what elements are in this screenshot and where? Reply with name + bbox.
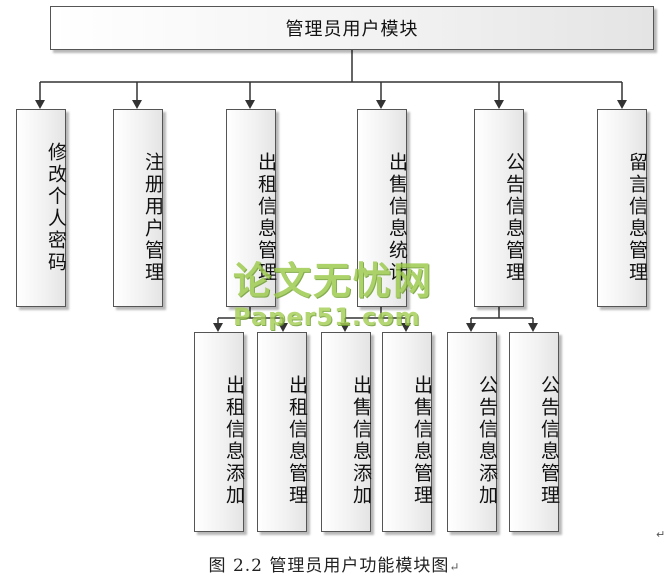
submodule-box-notice-manage: 公告信息管理: [509, 332, 560, 532]
paragraph-mark: ↵: [656, 528, 666, 541]
module-label: 注册用户管理: [142, 152, 164, 284]
module-box-sales-statistics: 出售信息统计: [357, 109, 408, 307]
module-box-change-password: 修改个人密码: [16, 109, 67, 307]
figure-caption-text: 图 2.2 管理员用户功能模块图: [208, 556, 450, 576]
submodule-box-notice-add: 公告信息添加: [447, 332, 498, 532]
submodule-box-rental-manage: 出租信息管理: [257, 332, 308, 532]
module-label: 出租信息管理: [255, 152, 277, 284]
submodule-label: 公告信息管理: [538, 375, 560, 507]
arrowhead-29: [466, 323, 476, 332]
module-label: 留言信息管理: [626, 152, 648, 284]
arrowhead-3: [35, 100, 45, 109]
arrowhead-5: [132, 100, 142, 109]
module-box-user-management: 注册用户管理: [113, 109, 164, 307]
figure-caption: 图 2.2 管理员用户功能模块图↵: [0, 551, 669, 576]
root-module-box: 管理员用户模块: [50, 6, 654, 50]
submodule-label: 公告信息添加: [476, 375, 498, 507]
module-box-notice-management: 公告信息管理: [474, 109, 525, 307]
arrowhead-11: [494, 100, 504, 109]
submodule-box-rental-add: 出租信息添加: [194, 332, 245, 532]
submodule-label: 出租信息管理: [286, 375, 308, 507]
arrowhead-9: [376, 100, 386, 109]
arrowhead-23: [340, 323, 350, 332]
arrowhead-17: [213, 323, 223, 332]
arrowhead-25: [401, 323, 411, 332]
arrowhead-7: [245, 100, 255, 109]
module-label: 公告信息管理: [503, 152, 525, 284]
submodule-box-sales-add: 出售信息添加: [321, 332, 372, 532]
submodule-label: 出租信息添加: [223, 375, 245, 507]
module-label: 修改个人密码: [45, 142, 67, 274]
arrowhead-13: [617, 100, 627, 109]
submodule-label: 出售信息添加: [350, 375, 372, 507]
root-module-label: 管理员用户模块: [285, 19, 419, 40]
submodule-box-sales-manage: 出售信息管理: [382, 332, 433, 532]
arrowhead-31: [528, 323, 538, 332]
caption-paragraph-mark: ↵: [449, 560, 461, 574]
module-label: 出售信息统计: [386, 152, 408, 284]
module-box-rental-management: 出租信息管理: [226, 109, 277, 307]
submodule-label: 出售信息管理: [411, 375, 433, 507]
module-box-message-management: 留言信息管理: [597, 109, 648, 307]
arrowhead-19: [278, 323, 288, 332]
